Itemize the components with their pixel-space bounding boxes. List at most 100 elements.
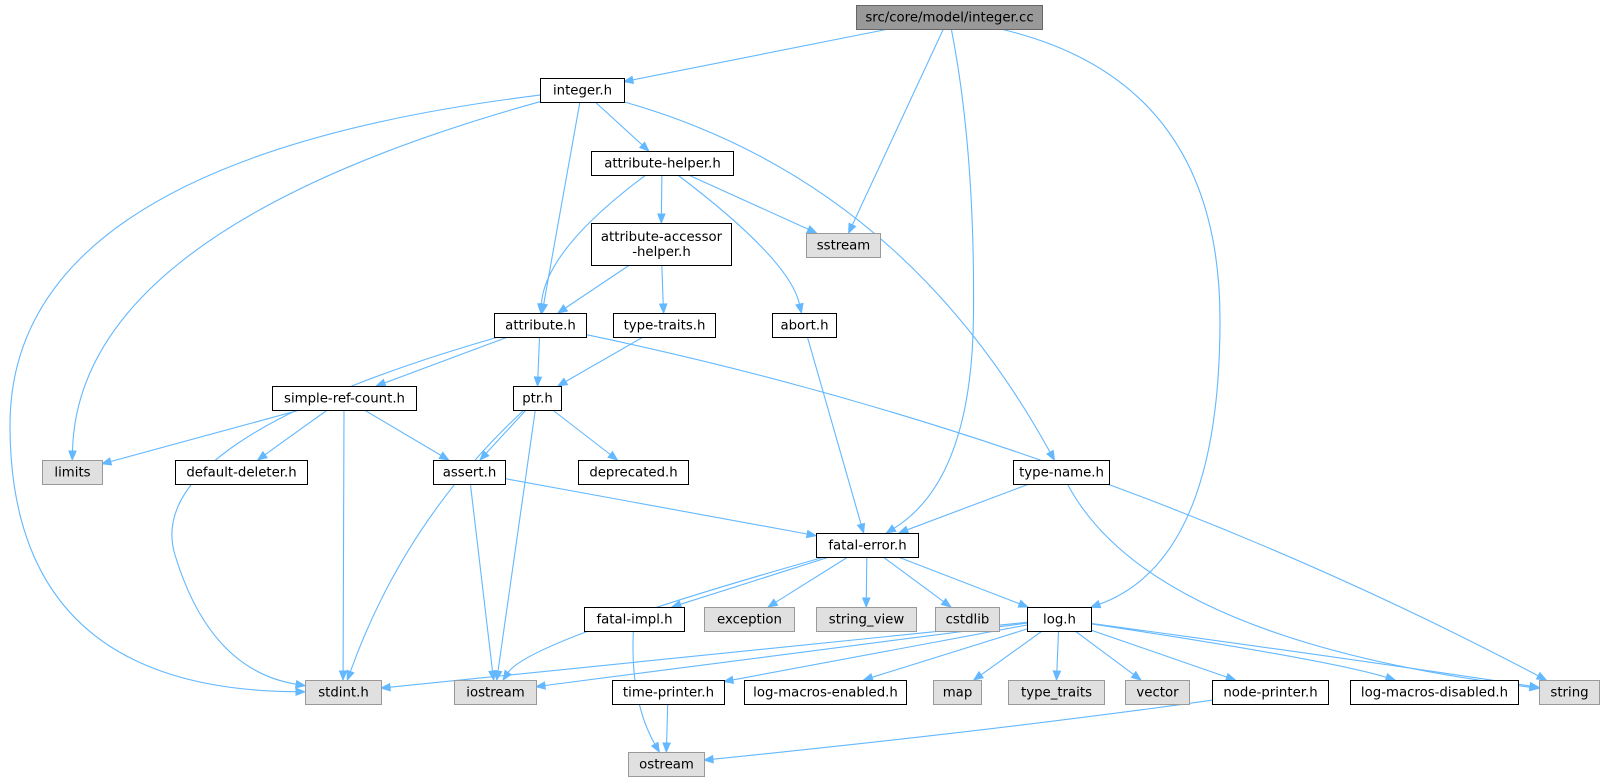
- edge-root-to-log-h: [1000, 28, 1221, 609]
- edge-line: [264, 409, 328, 456]
- node-exception: exception: [704, 607, 795, 632]
- node-box: [1027, 607, 1092, 632]
- edge-line: [882, 556, 944, 603]
- node-root[interactable]: src/core/model/integer.cc: [856, 5, 1043, 30]
- edge-line: [342, 409, 345, 672]
- edge-attribute-h-to-simple-ref-count-h: [374, 336, 508, 387]
- node-type-traits-h[interactable]: type-traits.h: [613, 313, 716, 338]
- node-box: [612, 680, 725, 705]
- edge-arrowhead: [972, 670, 985, 681]
- node-box: [454, 680, 537, 705]
- edge-arrowhead: [861, 597, 871, 609]
- node-label: map: [943, 686, 973, 701]
- edge-attribute-accessor-helper-h-to-type-traits-h: [658, 264, 668, 315]
- edge-line: [775, 556, 849, 603]
- node-default-deleter-h[interactable]: default-deleter.h: [175, 460, 308, 485]
- edge-root-to-integer-h: [622, 28, 889, 85]
- node-assert-h[interactable]: assert.h: [433, 460, 506, 485]
- edge-arrowhead: [862, 673, 874, 682]
- node-string-view: string_view: [816, 607, 917, 632]
- node-type-name-h[interactable]: type-name.h: [1013, 460, 1110, 485]
- node-box: [305, 680, 382, 705]
- node-box: [584, 607, 685, 632]
- edge-arrowhead: [533, 376, 543, 388]
- node-log-macros-enabled-h[interactable]: log-macros-enabled.h: [744, 680, 907, 705]
- node-box: [1125, 680, 1190, 705]
- edge-integer-h-to-stdint-h: [9, 94, 541, 697]
- edge-arrowhead: [256, 450, 268, 461]
- edge-arrowhead: [1046, 449, 1056, 462]
- edge-arrowhead: [702, 754, 714, 764]
- edge-arrowhead: [479, 450, 490, 461]
- edge-log-h-to-type-traits: [1052, 630, 1062, 682]
- edge-fatal-error-h-to-exception: [766, 556, 849, 608]
- node-fatal-error-h[interactable]: fatal-error.h: [816, 533, 919, 558]
- edge-integer-h-to-limits: [68, 101, 541, 462]
- edge-arrowhead: [658, 303, 668, 315]
- edge-arrowhead: [897, 525, 910, 534]
- node-label: exception: [717, 613, 782, 628]
- node-box: [591, 151, 734, 176]
- node-label: log-macros-disabled.h: [1361, 686, 1508, 701]
- edge-arrowhead: [638, 141, 650, 152]
- edge-arrowhead: [657, 213, 666, 225]
- node-box: [935, 607, 1000, 632]
- node-label: string: [1550, 686, 1588, 701]
- edge-fatal-error-h-to-string-view: [861, 556, 871, 609]
- node-box: [1539, 680, 1600, 705]
- edge-line: [1090, 622, 1531, 687]
- edge-line: [677, 174, 801, 305]
- node-integer-h[interactable]: integer.h: [540, 78, 625, 103]
- node-type-traits: type_traits: [1008, 680, 1105, 705]
- node-label: iostream: [466, 686, 524, 701]
- node-box: [433, 460, 506, 485]
- node-label: cstdlib: [946, 613, 990, 628]
- node-deprecated-h[interactable]: deprecated.h: [578, 460, 689, 485]
- nodes-layer: src/core/model/integer.cc integer.h attrib…: [42, 5, 1600, 777]
- edge-arrowhead: [650, 741, 660, 754]
- edge-arrowhead: [1052, 670, 1062, 682]
- node-ptr-h[interactable]: ptr.h: [513, 386, 562, 411]
- node-box: [628, 752, 705, 777]
- node-attribute-accessor-helper-h[interactable]: attribute-accessor-helper.h: [591, 223, 732, 266]
- edge-line: [389, 621, 1028, 688]
- node-label: ostream: [639, 758, 694, 773]
- edge-line: [540, 174, 647, 305]
- node-log-macros-disabled-h[interactable]: log-macros-disabled.h: [1350, 680, 1519, 705]
- edge-arrowhead: [940, 597, 952, 608]
- edge-attribute-helper-h-to-attribute-h: [537, 174, 647, 315]
- node-label: stdint.h: [318, 686, 369, 701]
- node-node-printer-h[interactable]: node-printer.h: [1212, 680, 1329, 705]
- edge-arrowhead: [805, 529, 818, 539]
- edge-line: [893, 28, 975, 529]
- edge-fatal-error-h-to-log-h: [897, 556, 1030, 608]
- edge-attribute-helper-h-to-attribute-accessor-helper-h: [657, 174, 666, 225]
- node-abort-h[interactable]: abort.h: [772, 313, 837, 338]
- edge-line: [688, 174, 809, 230]
- edge-line: [9, 94, 541, 693]
- edge-line: [907, 483, 1030, 531]
- node-ostream: ostream: [628, 752, 705, 777]
- node-log-h[interactable]: log.h: [1027, 607, 1092, 632]
- node-box: [613, 313, 716, 338]
- edge-line: [537, 336, 541, 378]
- node-box: [704, 607, 795, 632]
- node-attribute-h[interactable]: attribute.h: [494, 313, 587, 338]
- node-fatal-impl-h[interactable]: fatal-impl.h: [584, 607, 685, 632]
- node-box: [1212, 680, 1329, 705]
- node-simple-ref-count-h[interactable]: simple-ref-count.h: [272, 386, 417, 411]
- node-label: -helper.h: [632, 245, 691, 260]
- node-box: [494, 313, 587, 338]
- edge-arrowhead: [622, 75, 635, 85]
- node-time-printer-h[interactable]: time-printer.h: [612, 680, 725, 705]
- edge-log-h-to-vector: [1074, 630, 1142, 681]
- edge-line: [806, 336, 862, 525]
- edge-line: [543, 101, 581, 305]
- node-sstream: sstream: [806, 233, 881, 258]
- edge-log-h-to-string: [1090, 622, 1541, 691]
- node-box: [744, 680, 907, 705]
- node-limits: limits: [42, 460, 103, 485]
- edge-time-printer-h-to-ostream: [662, 703, 671, 754]
- edge-line: [594, 101, 643, 146]
- node-attribute-helper-h[interactable]: attribute-helper.h: [591, 151, 734, 176]
